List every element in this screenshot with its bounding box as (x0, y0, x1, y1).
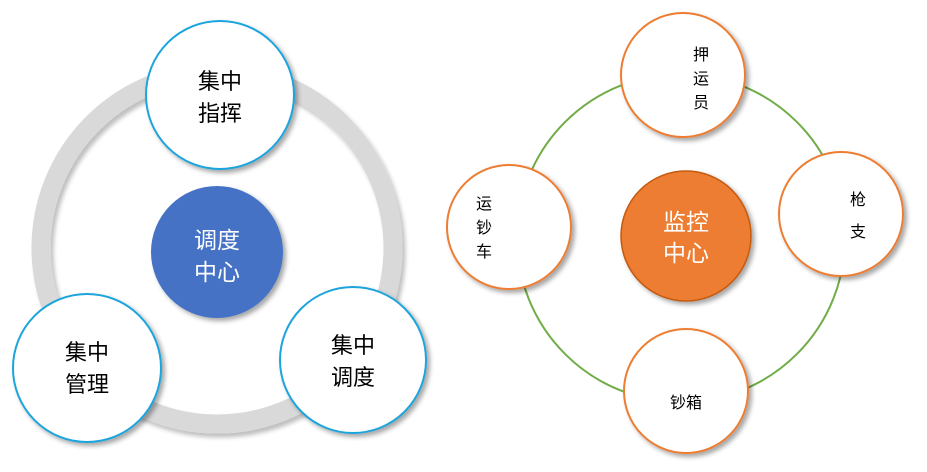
left-node-bottom-left-line2: 管理 (65, 373, 109, 398)
right-node-left-line3: 车 (476, 242, 492, 261)
right-node-right: 枪 支 (778, 151, 904, 277)
left-node-bottom-right: 集中 调度 (279, 286, 427, 434)
right-center-label-line1: 监控 (663, 210, 709, 236)
right-node-top-line1: 押 (693, 45, 709, 64)
right-center-node: 监控 中心 (620, 170, 752, 302)
left-center-node: 调度 中心 (151, 186, 283, 318)
left-diagram: 调度 中心 集中 指挥 集中 管理 集中 调度 (12, 20, 427, 443)
right-node-top-line3: 员 (693, 93, 709, 112)
left-node-bottom-left-line1: 集中 (65, 341, 109, 366)
right-diagram: 监控 中心 押 运 员 运 钞 车 枪 支 钞箱 (446, 12, 904, 454)
right-node-bottom: 钞箱 (623, 328, 749, 454)
right-node-right-line1: 枪 (850, 190, 866, 209)
right-node-left-line2: 钞 (476, 218, 492, 237)
left-node-bottom-left: 集中 管理 (12, 293, 162, 443)
left-node-top: 集中 指挥 (145, 20, 295, 170)
right-node-top: 押 运 员 (620, 12, 746, 138)
right-node-bottom-line1: 钞箱 (670, 393, 702, 412)
left-center-label-line2: 中心 (194, 260, 240, 286)
left-node-bottom-right-line1: 集中 (331, 334, 375, 359)
right-node-left-line1: 运 (476, 194, 492, 213)
left-center-label-line1: 调度 (194, 228, 240, 254)
right-node-right-line2: 支 (850, 222, 866, 241)
right-node-left: 运 钞 车 (446, 164, 572, 290)
right-node-top-line2: 运 (693, 69, 709, 88)
right-center-label-line2: 中心 (663, 241, 709, 267)
left-node-top-line1: 集中 (198, 70, 242, 95)
left-node-top-line2: 指挥 (198, 102, 242, 127)
left-node-bottom-right-line2: 调度 (331, 366, 375, 391)
